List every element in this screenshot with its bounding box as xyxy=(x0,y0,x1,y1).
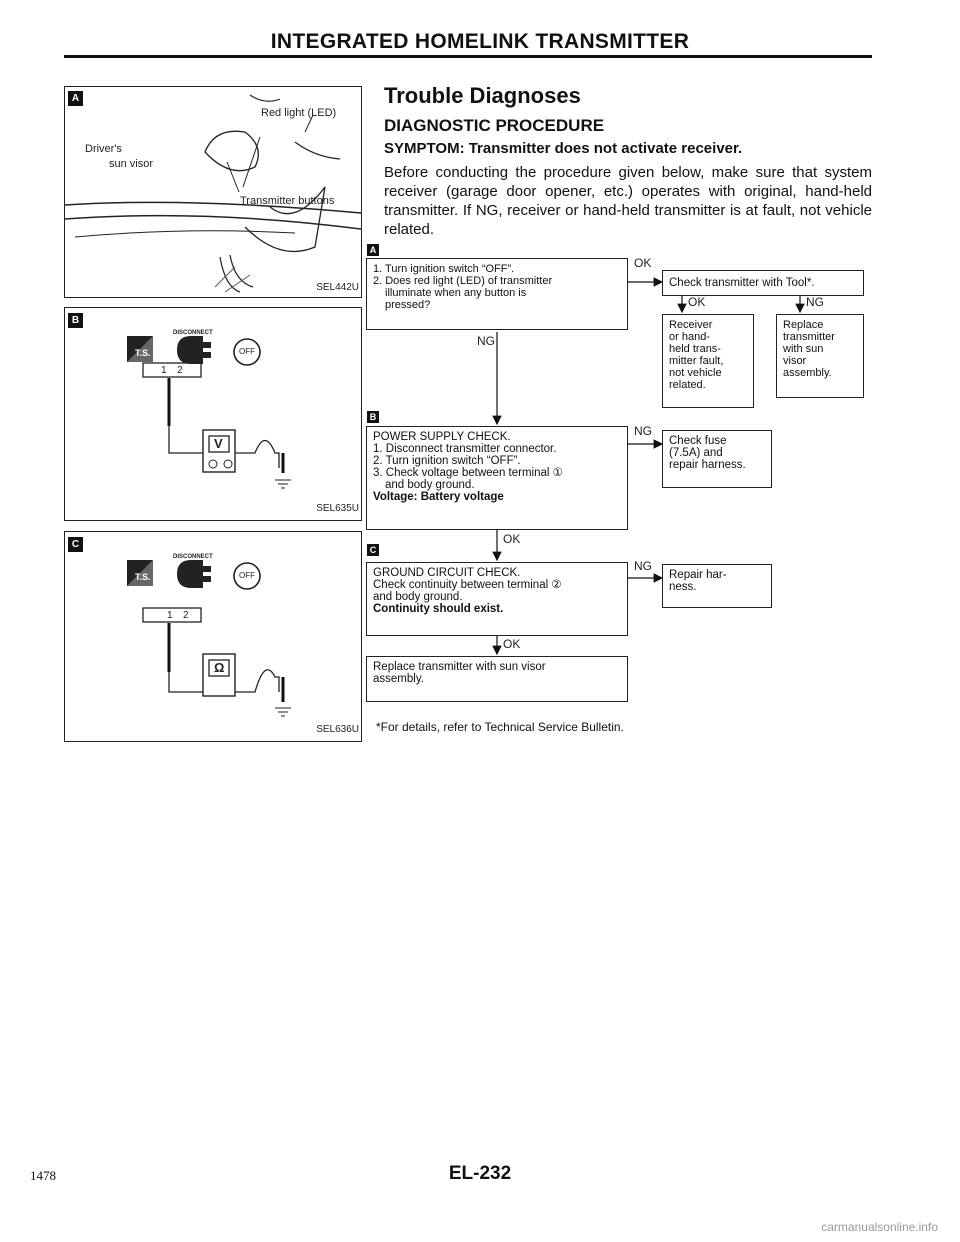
label-ok-4: OK xyxy=(503,637,521,651)
figure-c-tag: C xyxy=(68,537,83,552)
diagnostic-procedure-heading: DIAGNOSTIC PROCEDURE xyxy=(384,116,605,135)
repair-line1: Repair har- xyxy=(669,569,727,581)
page-title: INTEGRATED HOMELINK TRANSMITTER xyxy=(270,30,690,53)
label-ok-2: OK xyxy=(688,295,706,309)
power-check-line4: and body ground. xyxy=(385,479,475,491)
flowchart-connectors xyxy=(492,277,805,656)
replace-line3: with sun xyxy=(783,343,824,355)
check-fuse-box: Check fuse (7.5A) and repair harness. xyxy=(662,430,772,488)
pin-1-label: 1 xyxy=(161,365,167,376)
label-ng-2: NG xyxy=(477,334,495,348)
off-label: OFF xyxy=(239,571,255,580)
replace-line2: transmitter xyxy=(783,331,835,343)
flow-tag-b: B xyxy=(367,411,379,423)
title-rule xyxy=(64,55,872,58)
replace-final-box: Replace transmitter with sun visor assem… xyxy=(366,656,628,702)
sun-visor-illustration xyxy=(65,94,361,293)
intro-paragraph: Before conducting the procedure given be… xyxy=(384,164,872,238)
step1-line3: illuminate when any button is xyxy=(385,287,527,299)
receiver-line1: Receiver xyxy=(669,319,713,331)
figure-a-panel: A Red light (LED) Driver's sun visor Tra… xyxy=(64,86,362,298)
label-ng-4: NG xyxy=(634,559,652,573)
label-ok-3: OK xyxy=(503,532,521,546)
label-ng-1: NG xyxy=(806,295,824,309)
page-number: 1478 xyxy=(30,1168,56,1183)
repair-harness-box: Repair har- ness. xyxy=(662,564,772,608)
final-line2: assembly. xyxy=(373,673,424,685)
final-line1: Replace transmitter with sun visor xyxy=(373,661,546,673)
check-tool-text: Check transmitter with Tool*. xyxy=(669,277,815,289)
receiver-line4: mitter fault, xyxy=(669,355,724,367)
off-label: OFF xyxy=(239,347,255,356)
footnote: *For details, refer to Technical Service… xyxy=(376,720,624,734)
step1-line2: 2. Does red light (LED) of transmitter xyxy=(373,275,553,287)
voltmeter-label: V xyxy=(214,436,223,451)
figure-c-panel: C DISCONNECT T.S. OFF 1 2 Ω SEL636U xyxy=(64,531,362,742)
replace-transmitter-box: Replace transmitter with sun visor assem… xyxy=(776,314,864,398)
replace-line1: Replace xyxy=(783,319,824,331)
step1-box: 1. Turn ignition switch “OFF”. 2. Does r… xyxy=(366,258,628,330)
replace-line4: visor xyxy=(783,355,807,367)
page-code: EL-232 xyxy=(448,1163,512,1184)
step1-line1: 1. Turn ignition switch “OFF”. xyxy=(373,263,515,275)
fuse-line1: Check fuse xyxy=(669,435,727,447)
callout-red-light: Red light (LED) xyxy=(261,107,337,119)
disconnect-label: DISCONNECT xyxy=(173,330,213,336)
ground-check-line1: Check continuity between terminal ② xyxy=(373,579,562,591)
fuse-line3: repair harness. xyxy=(669,459,746,471)
step1-line4: pressed? xyxy=(385,299,431,311)
ground-check-line2: and body ground. xyxy=(373,591,463,603)
pin-1-label: 1 xyxy=(167,610,173,621)
figure-b-tag: B xyxy=(68,313,83,328)
ohmmeter-label: Ω xyxy=(214,660,225,675)
voltage-check-illustration xyxy=(127,336,291,489)
watermark: carmanualsonline.info xyxy=(821,1220,938,1234)
receiver-line6: related. xyxy=(669,379,706,391)
power-check-result: Voltage: Battery voltage xyxy=(373,491,504,503)
figure-a-code: SEL442U xyxy=(316,282,359,293)
callout-transmitter-buttons: Transmitter buttons xyxy=(240,195,335,207)
receiver-line3: held trans- xyxy=(669,343,721,355)
repair-line2: ness. xyxy=(669,581,697,593)
replace-line5: assembly. xyxy=(783,367,832,379)
continuity-check-illustration xyxy=(127,560,291,717)
flow-tag-c: C xyxy=(367,544,379,556)
symptom-line: SYMPTOM: Transmitter does not activate r… xyxy=(384,140,743,157)
ground-check-title: GROUND CIRCUIT CHECK. xyxy=(373,567,521,579)
power-check-line3: 3. Check voltage between terminal ① xyxy=(373,467,563,479)
section-heading: Trouble Diagnoses xyxy=(384,83,581,108)
ground-check-result: Continuity should exist. xyxy=(373,603,504,615)
receiver-fault-box: Receiver or hand- held trans- mitter fau… xyxy=(662,314,754,408)
disconnect-label: DISCONNECT xyxy=(173,554,213,560)
receiver-line5: not vehicle xyxy=(669,367,722,379)
label-ng-3: NG xyxy=(634,424,652,438)
power-check-title: POWER SUPPLY CHECK. xyxy=(373,431,511,443)
power-check-line2: 2. Turn ignition switch “OFF”. xyxy=(373,455,521,467)
pin-2-label: 2 xyxy=(183,610,189,621)
figure-a-tag: A xyxy=(68,91,83,106)
ts-label: T.S. xyxy=(135,572,151,582)
ground-circuit-check-box: GROUND CIRCUIT CHECK. Check continuity b… xyxy=(366,562,628,636)
power-check-line1: 1. Disconnect transmitter connector. xyxy=(373,443,557,455)
power-supply-check-box: POWER SUPPLY CHECK. 1. Disconnect transm… xyxy=(366,426,628,530)
fuse-line2: (7.5A) and xyxy=(669,447,723,459)
ts-label: T.S. xyxy=(135,348,151,358)
figure-b-panel: B DISCONNECT T.S. OFF 1 2 V SEL635U xyxy=(64,307,362,521)
check-tool-box: Check transmitter with Tool*. xyxy=(662,270,864,296)
receiver-line2: or hand- xyxy=(669,331,710,343)
flow-tag-a: A xyxy=(367,244,379,256)
figure-b-code: SEL635U xyxy=(316,503,359,514)
label-ok-1: OK xyxy=(634,256,652,270)
callout-drivers: Driver's xyxy=(85,143,122,155)
figure-c-code: SEL636U xyxy=(316,724,359,735)
pin-2-label: 2 xyxy=(177,365,183,376)
callout-sun-visor: sun visor xyxy=(109,158,154,170)
